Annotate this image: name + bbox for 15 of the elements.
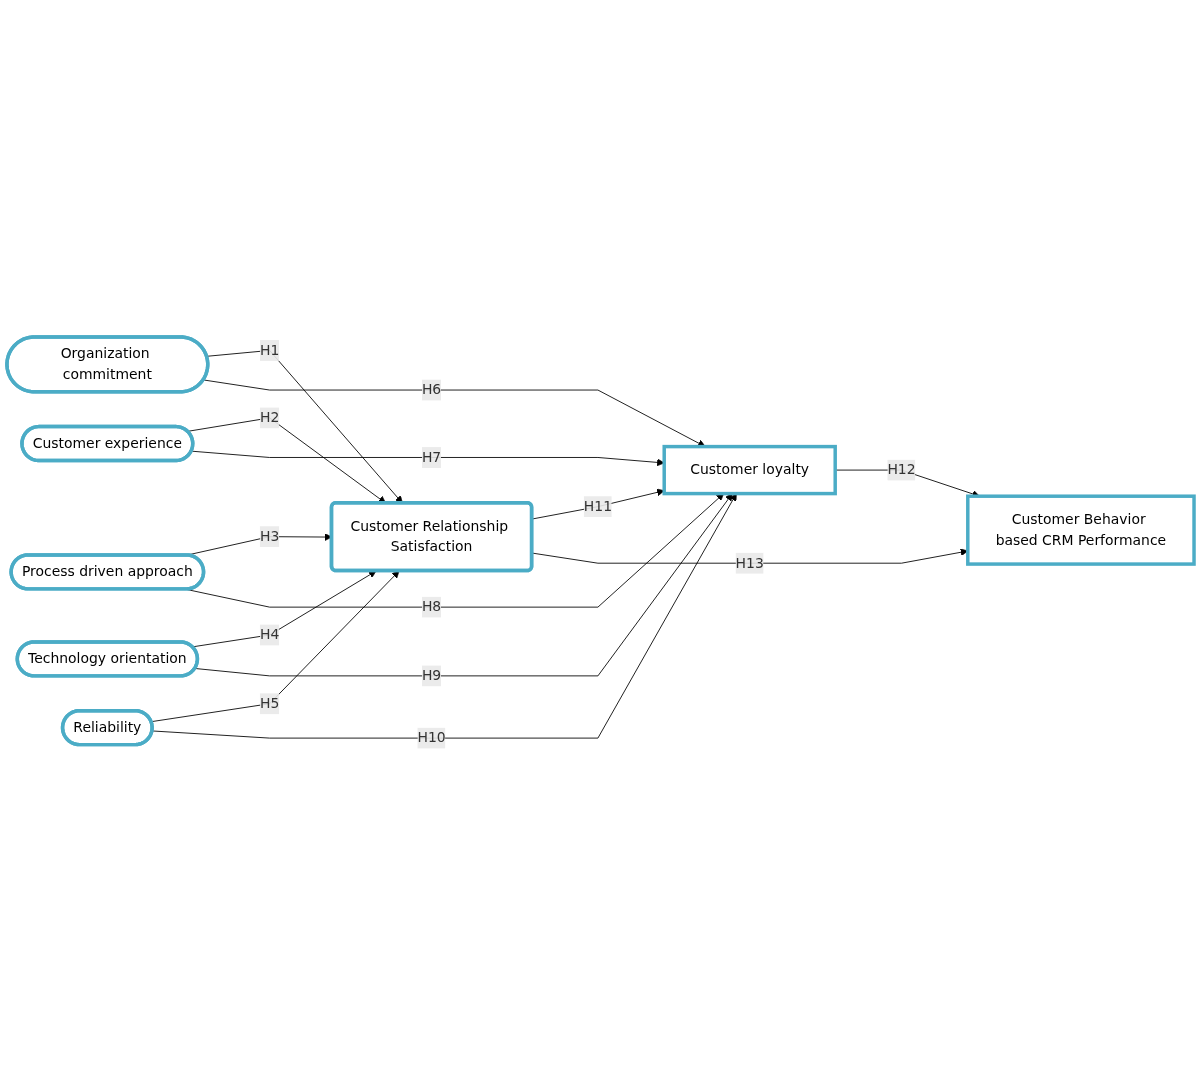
edge-label: H5: [259, 695, 280, 712]
edge-label: H1: [259, 342, 280, 359]
edge-label: H13: [735, 554, 764, 572]
edge-label: H10: [417, 729, 446, 747]
edge-label: H7: [421, 449, 442, 466]
edge-label: H6: [421, 381, 442, 399]
node-box: Customer Behavior based CRM Performance: [966, 494, 1196, 567]
edge-label: H9: [421, 667, 442, 684]
edge-label: H11: [583, 498, 612, 515]
edge-label: H8: [421, 598, 442, 616]
edge-label: H4: [259, 626, 280, 644]
edge-label: H12: [887, 461, 916, 479]
edge-label: H3: [259, 528, 280, 545]
edge-label: H2: [259, 409, 280, 426]
node-box: Customer loyalty: [662, 445, 837, 496]
